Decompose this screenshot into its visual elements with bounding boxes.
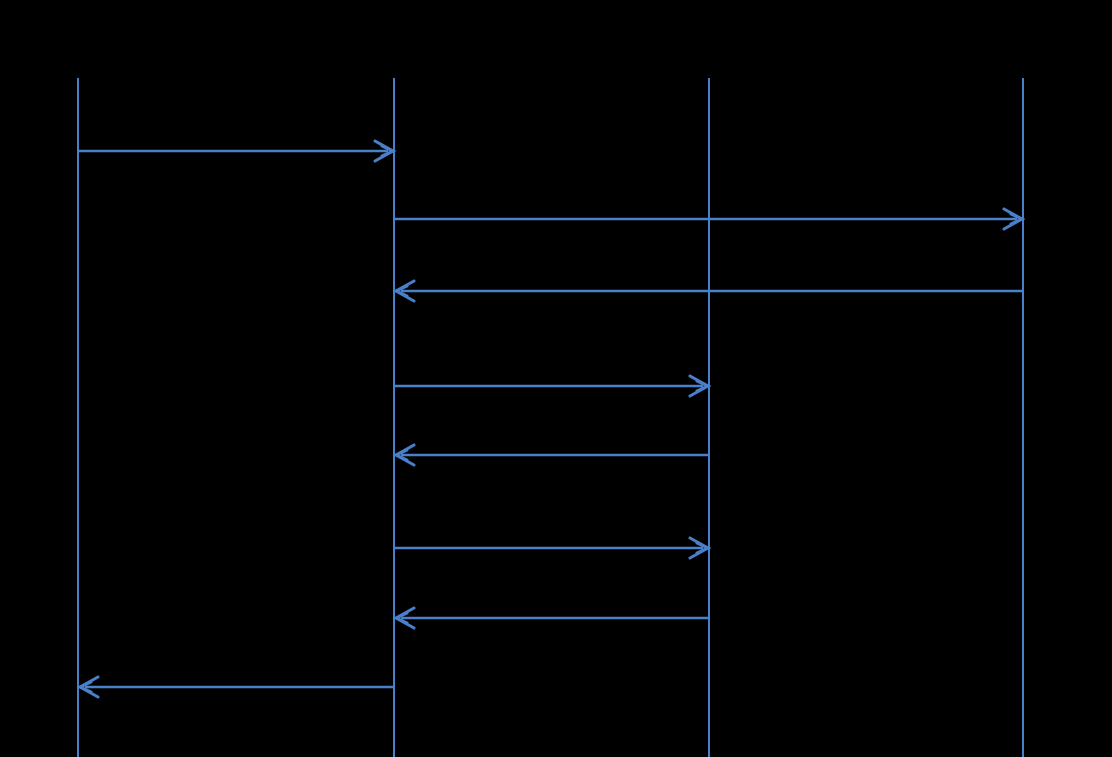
message-3[interactable] xyxy=(392,279,1022,303)
message-2[interactable] xyxy=(395,207,1026,231)
message-5-arrowhead-barb xyxy=(392,448,409,462)
message-8[interactable] xyxy=(76,675,393,699)
message-1-arrowhead-barb xyxy=(380,144,397,158)
message-1[interactable] xyxy=(79,139,397,163)
message-3-arrowhead-barb xyxy=(392,284,409,298)
message-7[interactable] xyxy=(392,606,708,630)
message-6[interactable] xyxy=(395,536,712,560)
message-4-arrowhead-barb xyxy=(695,379,712,393)
message-2-arrowhead-barb xyxy=(1009,212,1026,226)
message-4[interactable] xyxy=(395,374,712,398)
message-5[interactable] xyxy=(392,443,708,467)
lifelines-group xyxy=(77,78,1024,757)
message-6-arrowhead-barb xyxy=(695,541,712,555)
messages-group xyxy=(76,139,1026,699)
message-7-arrowhead-barb xyxy=(392,611,409,625)
message-8-arrowhead-barb xyxy=(76,680,93,694)
